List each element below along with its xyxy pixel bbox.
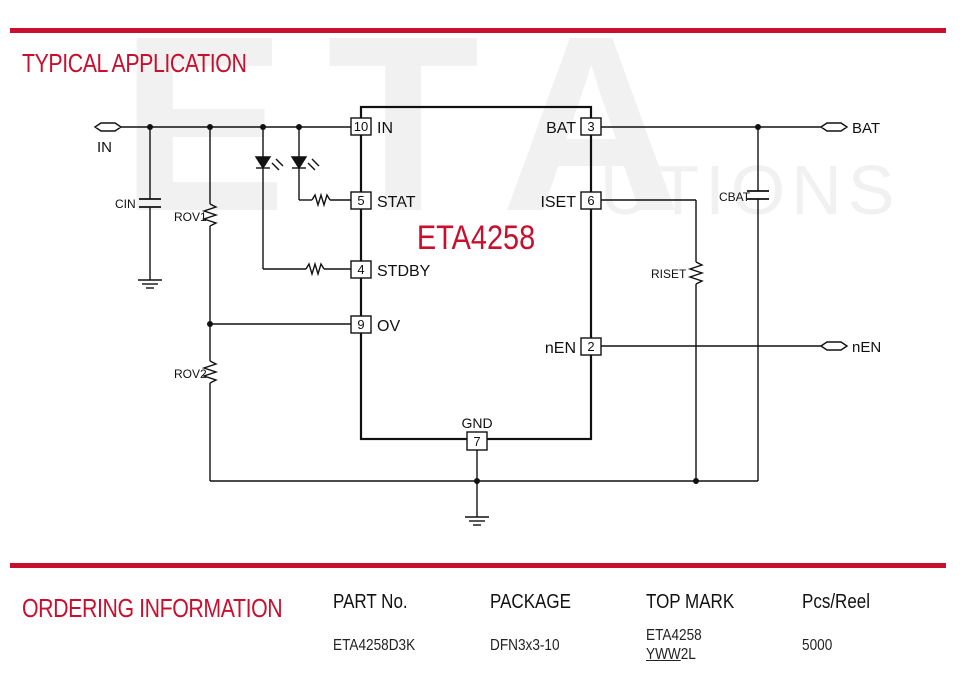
top-divider	[10, 28, 946, 33]
svg-text:6: 6	[587, 193, 594, 208]
ordering-divider	[10, 563, 946, 568]
riset-resistor	[601, 199, 705, 484]
svg-text:STAT: STAT	[377, 194, 416, 211]
svg-text:4: 4	[357, 262, 364, 277]
svg-text:GND: GND	[461, 415, 492, 431]
svg-text:OV: OV	[377, 318, 400, 335]
header-part-no: PART No.	[333, 591, 408, 613]
pin-stat: 5 STAT	[350, 191, 416, 211]
led-stat-icon	[290, 127, 351, 208]
in-terminal-icon	[93, 122, 123, 132]
pin-ov: 9 OV	[350, 315, 400, 335]
svg-text:5: 5	[357, 193, 364, 208]
svg-text:7: 7	[473, 434, 480, 449]
pin-iset: 6 ISET	[540, 191, 602, 211]
top-mark-line-1: ETA4258	[646, 627, 702, 644]
svg-text:2: 2	[587, 339, 594, 354]
led-stdby-icon	[254, 127, 351, 277]
nen-terminal-label: nEN	[852, 339, 881, 356]
svg-text:STDBY: STDBY	[377, 263, 431, 280]
ordering-information-heading: ORDERING INFORMATION	[22, 593, 283, 623]
bat-terminal-label: BAT	[852, 120, 880, 137]
header-pcs-reel: Pcs/Reel	[802, 591, 871, 613]
svg-text:10: 10	[354, 119, 368, 134]
nen-terminal-icon	[819, 341, 849, 351]
rov1-label: ROV1	[174, 210, 207, 224]
svg-text:9: 9	[357, 317, 364, 332]
in-terminal-label: IN	[97, 139, 112, 156]
cell-part-no: ETA4258D3K	[333, 637, 416, 654]
ic-name: ETA4258	[417, 218, 535, 257]
cell-pcs-reel: 5000	[802, 637, 833, 654]
cell-top-mark: ETA4258 YWW2L	[646, 626, 702, 664]
top-mark-line-2: YWW2L	[646, 646, 696, 663]
svg-text:nEN: nEN	[545, 340, 576, 357]
svg-text:3: 3	[587, 119, 594, 134]
rov-divider	[201, 127, 351, 481]
typical-application-heading: TYPICAL APPLICATION	[22, 48, 247, 78]
ground-bus	[210, 450, 758, 526]
cbat-capacitor	[747, 127, 769, 481]
riset-label: RISET	[651, 267, 687, 281]
cell-package: DFN3x3-10	[490, 637, 560, 654]
pin-in: 10 IN	[350, 117, 393, 137]
cin-capacitor	[138, 127, 162, 289]
pin-gnd: 7 GND	[461, 415, 493, 451]
pin-nen: 2 nEN	[545, 337, 602, 357]
svg-text:BAT: BAT	[546, 120, 576, 137]
pin-stdby: 4 STDBY	[350, 260, 431, 280]
cbat-label: CBAT	[719, 190, 751, 204]
bat-terminal-icon	[819, 122, 849, 132]
header-top-mark: TOP MARK	[646, 591, 735, 613]
typical-application-schematic: ETA4258 10 IN 5 STAT 4 STDBY 9 OV 3 BAT …	[93, 105, 881, 526]
top-mark-date-code: YWW	[646, 646, 681, 663]
header-package: PACKAGE	[490, 591, 571, 613]
svg-text:ISET: ISET	[540, 194, 576, 211]
pin-bat: 3 BAT	[546, 117, 602, 137]
svg-text:IN: IN	[377, 120, 393, 137]
cin-label: CIN	[115, 197, 136, 211]
rov2-label: ROV2	[174, 367, 207, 381]
